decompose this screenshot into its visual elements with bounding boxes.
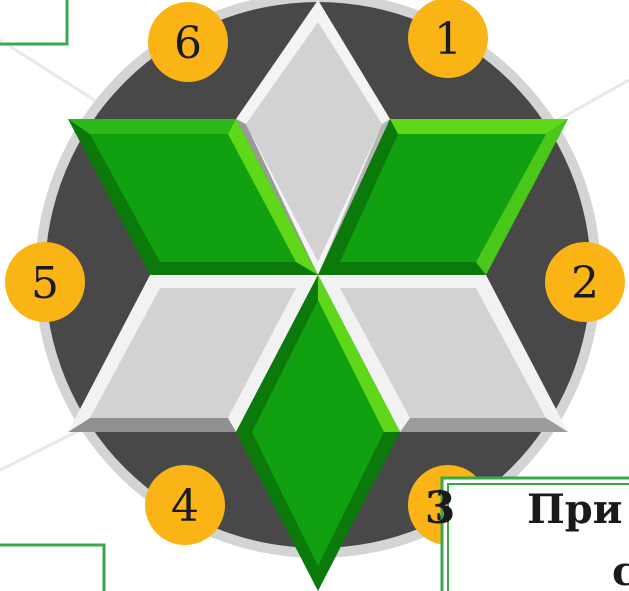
badge-4-label: 4 — [171, 481, 199, 532]
badge-5-label: 5 — [31, 258, 59, 309]
callout-second-line: с — [612, 548, 629, 591]
badge-1: 1 — [408, 0, 488, 78]
callout-title: При — [527, 486, 622, 533]
badge-6-label: 6 — [174, 18, 202, 69]
callout-box: 3 При с — [425, 478, 629, 591]
frame-top-left — [0, 0, 67, 44]
frame-bottom-left — [0, 545, 104, 591]
badge-1-label: 1 — [434, 14, 462, 65]
callout-number: 3 — [425, 483, 456, 534]
badge-6: 6 — [148, 2, 228, 82]
badge-2: 2 — [545, 242, 625, 322]
badge-2-label: 2 — [571, 258, 599, 309]
badge-4: 4 — [145, 465, 225, 545]
badge-5: 5 — [5, 242, 85, 322]
